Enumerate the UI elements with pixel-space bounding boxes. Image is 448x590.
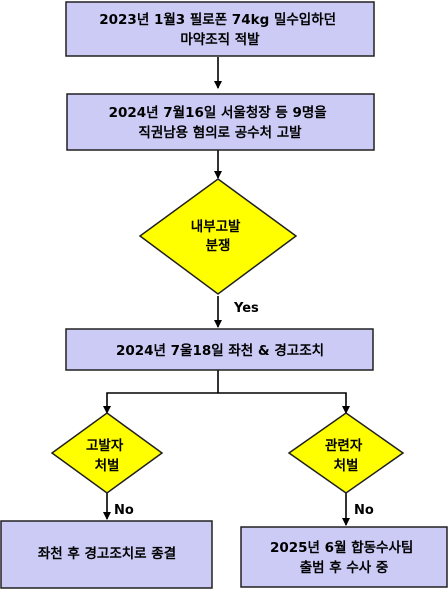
- svg-text:2024년 7월16일 서울청장 등 9명을 직: 2024년 7월16일 서울청장 등 9명을 직권남용 혐의로 공수처 고발: [109, 104, 332, 141]
- process-box-demotion: 2024년 7울18일 좌천 & 경고조치: [65, 328, 374, 371]
- decision-dispute-line1: 내부고발: [191, 218, 241, 235]
- result-right-line2: 출범 후 수사 중: [300, 559, 389, 576]
- svg-text:내부고발 분쟁: 내부고발 분쟁: [191, 218, 245, 254]
- step2-line2: 직권남용 혐의로 공수처 고발: [138, 124, 302, 141]
- decision-related-line2: 처벌: [334, 457, 359, 474]
- decision-whistleblower-line1: 고발자: [86, 437, 124, 454]
- svg-text:고발자 처벌: 고발자 처벌: [86, 437, 128, 474]
- svg-text:좌천 후 경고조치로 종결: 좌천 후 경고조치로 종결: [38, 545, 176, 562]
- step3-line1: 2024년 7울18일 좌천 & 경고조치: [116, 342, 324, 359]
- step2-line1: 2024년 7월16일 서울청장 등 9명을: [109, 104, 327, 121]
- svg-text:2025년 6월 합동수사팀 출범 후 수사 중: 2025년 6월 합동수사팀 출범 후 수사 중: [270, 539, 418, 576]
- decision-whistleblower-line2: 처벌: [95, 457, 120, 474]
- decision-related-line1: 관련자: [325, 437, 363, 454]
- result-right-line1: 2025년 6월 합동수사팀: [270, 539, 413, 556]
- result-left-line1: 좌천 후 경고조치로 종결: [38, 545, 176, 562]
- svg-text:관련자 처벌: 관련자 처벌: [325, 437, 367, 474]
- decision-diamond-related-parties-punishment: 관련자 처벌: [287, 412, 405, 494]
- decision-diamond-whistleblowing-dispute: 내부고발 분쟁: [138, 178, 298, 295]
- svg-text:2024년 7울18일 좌천 & 경고조치: 2024년 7울18일 좌천 & 경고조치: [116, 342, 324, 359]
- step1-line2: 마약조직 적발: [180, 31, 260, 48]
- process-box-result-closed-with-warning: 좌천 후 경고조치로 종결: [0, 520, 213, 589]
- process-box-complaint-filed: 2024년 7월16일 서울청장 등 9명을 직권남용 혐의로 공수처 고발: [66, 93, 375, 151]
- decision-dispute-line2: 분쟁: [206, 237, 231, 254]
- step1-line1: 2023년 1월3 필로폰 74kg 밀수입하던: [99, 11, 336, 28]
- edge-label-no-left: No: [114, 503, 134, 518]
- process-box-drug-ring-bust: 2023년 1월3 필로폰 74kg 밀수입하던 마약조직 적발: [65, 1, 375, 57]
- edge-branch-left: [103, 392, 218, 414]
- edge-branch-right: [218, 392, 350, 414]
- process-box-result-joint-investigation: 2025년 6월 합동수사팀 출범 후 수사 중: [240, 526, 448, 588]
- decision-diamond-whistleblower-punishment: 고발자 처벌: [50, 412, 164, 494]
- svg-text:2023년 1월3 필로폰 74kg 밀수입하던: 2023년 1월3 필로폰 74kg 밀수입하던 마약조직 적발: [99, 11, 341, 48]
- edge-label-yes: Yes: [233, 301, 259, 316]
- edge-label-no-right: No: [354, 503, 374, 518]
